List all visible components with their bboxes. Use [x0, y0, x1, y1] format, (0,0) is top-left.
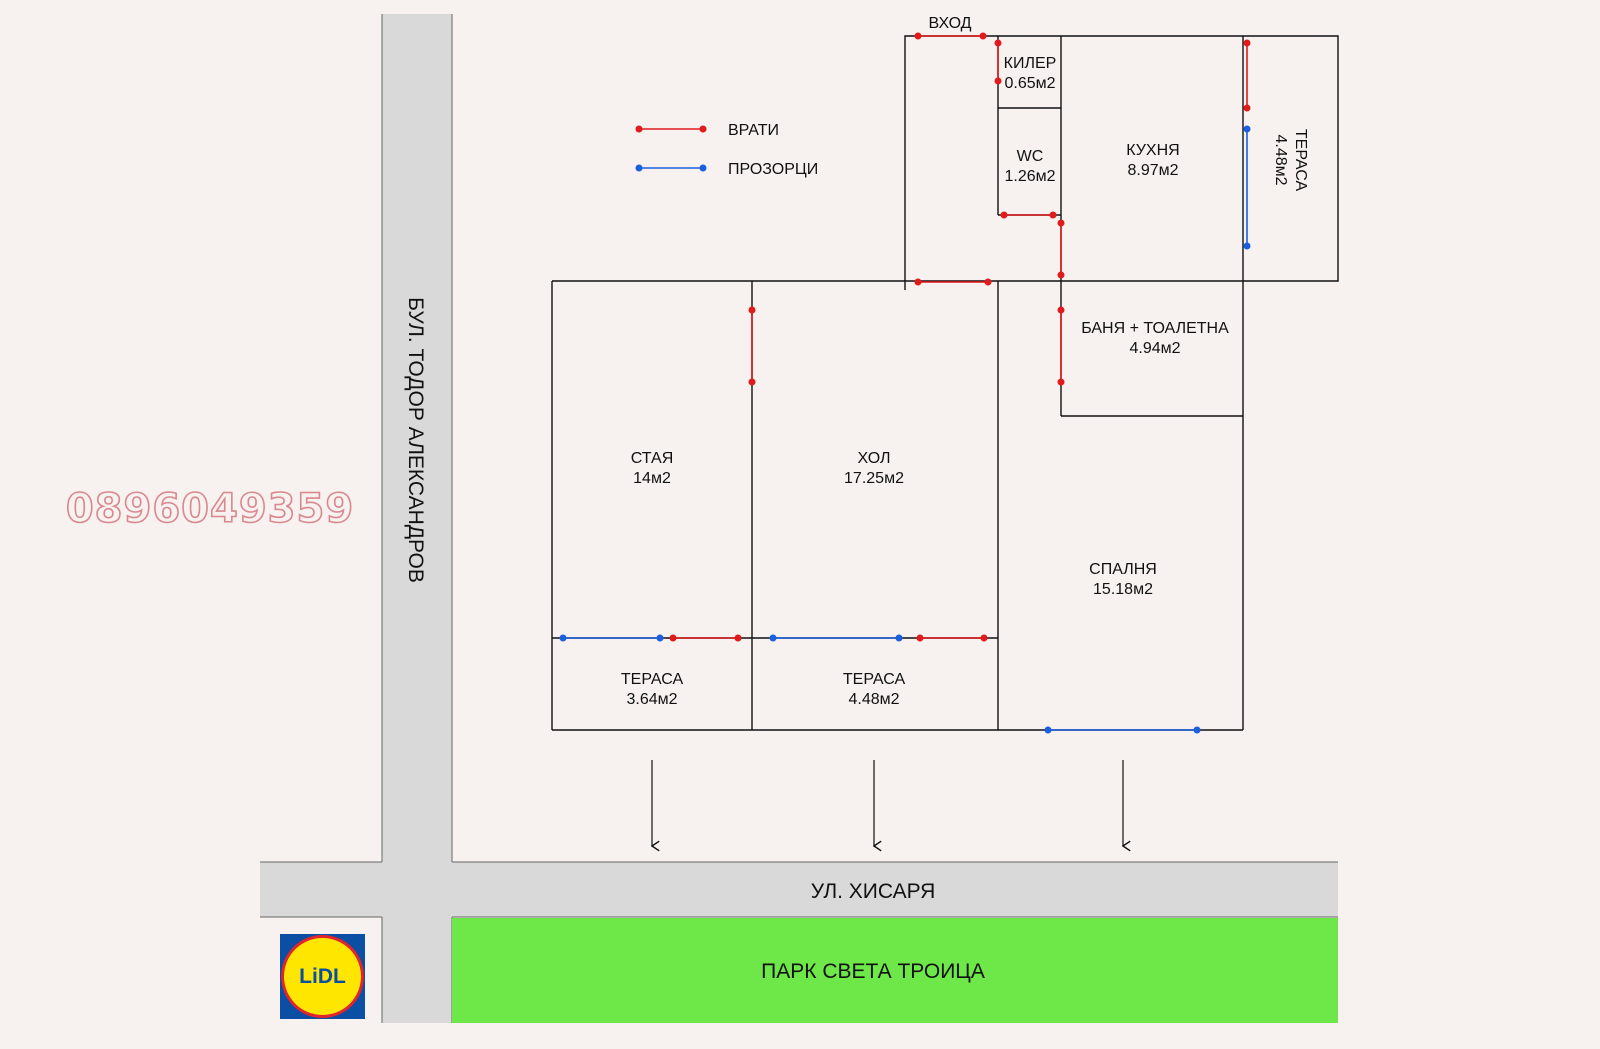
- bathroom-area: 4.94м2: [1129, 340, 1180, 357]
- legend-windows-label: ПРОЗОРЦИ: [728, 161, 818, 178]
- pantry-area: 0.65м2: [1004, 75, 1055, 92]
- pantry-name: КИЛЕР: [1004, 55, 1057, 72]
- living-area: 17.25м2: [844, 470, 904, 487]
- park-area: [452, 918, 1338, 1023]
- legend: ВРАТИ ПРОЗОРЦИ: [635, 122, 818, 178]
- kitchen-name: КУХНЯ: [1126, 142, 1179, 159]
- windows: [563, 129, 1248, 731]
- bedroom-name: СПАЛНЯ: [1089, 561, 1157, 578]
- window-endpoints: [559, 125, 1251, 734]
- kitchen-area: 8.97м2: [1127, 162, 1178, 179]
- wc-area: 1.26м2: [1004, 168, 1055, 185]
- doors: [673, 35, 1248, 639]
- walls: [551, 35, 1339, 731]
- wc-name: WC: [1017, 148, 1044, 165]
- terrace-living-name: ТЕРАСА: [843, 671, 906, 688]
- boulevard-road: [382, 14, 452, 1023]
- door-endpoints: [669, 32, 1251, 642]
- terrace-kitchen-label: ТЕРАСА 4.48м2: [1272, 129, 1309, 192]
- legend-doors-label: ВРАТИ: [728, 122, 779, 139]
- street-road: [260, 862, 1338, 917]
- direction-arrows: [652, 760, 1123, 846]
- entrance-label: ВХОД: [928, 15, 971, 32]
- room-area: 14м2: [633, 470, 671, 487]
- bathroom-name: БАНЯ + ТОАЛЕТНА: [1081, 320, 1229, 337]
- park-label: ПАРК СВЕТА ТРОИЦА: [761, 960, 985, 983]
- bedroom-area: 15.18м2: [1093, 581, 1153, 598]
- lidl-logo: LiDL: [280, 934, 365, 1019]
- svg-text:LiDL: LiDL: [299, 965, 346, 988]
- terrace-kitchen-name: ТЕРАСА: [1292, 129, 1309, 192]
- living-name: ХОЛ: [858, 450, 891, 467]
- terrace-kitchen-area: 4.48м2: [1272, 134, 1289, 185]
- room-name: СТАЯ: [631, 450, 674, 467]
- terrace-room-name: ТЕРАСА: [621, 671, 684, 688]
- terrace-room-area: 3.64м2: [626, 691, 677, 708]
- boulevard-label: БУЛ. ТОДОР АЛЕКСАНДРОВ: [404, 297, 427, 583]
- phone-number: 0896049359: [66, 486, 354, 532]
- terrace-living-area: 4.48м2: [848, 691, 899, 708]
- street-label: УЛ. ХИСАРЯ: [811, 880, 936, 903]
